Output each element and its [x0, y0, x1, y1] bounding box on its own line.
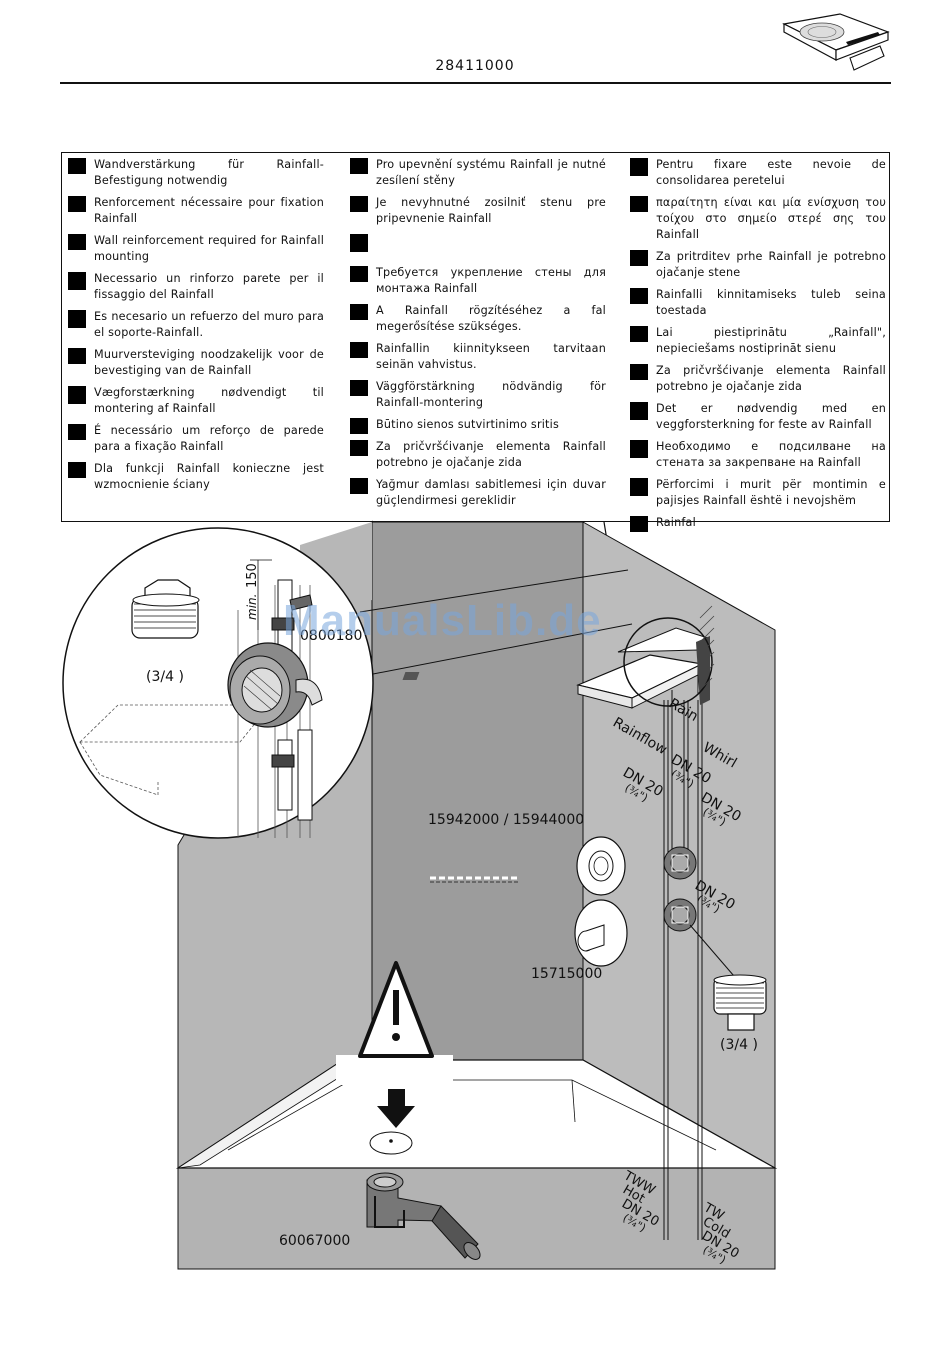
head-zoom-circle: [623, 617, 713, 707]
lang-item-it: Necessario un rinforzo parete per il fis…: [66, 271, 324, 303]
lang-item-lt: Būtino sienos sutvirtinimo sritis: [348, 417, 606, 434]
lang-item-sr: Za pričvršćivanje elementa Rainfall potr…: [628, 363, 886, 395]
language-flag-icon: [630, 364, 648, 380]
header-rule: [60, 82, 891, 84]
language-flag-icon: [68, 348, 86, 364]
language-flag-icon: [68, 424, 86, 440]
language-flag-icon: [350, 158, 368, 174]
lang-item-fr: Renforcement nécessaire pour fixation Ra…: [66, 195, 324, 227]
fitting-right: [713, 974, 767, 1031]
lang-item-fi: Rainfallin kiinnitykseen tarvitaan seinä…: [348, 341, 606, 373]
thermostat-trim: [574, 899, 628, 967]
watermark: ManualsLib.de: [283, 596, 602, 645]
language-flag-icon: [350, 418, 368, 434]
lang-item-de: Wandverstärkung für Rainfall-Befestigung…: [66, 157, 324, 189]
language-flag-icon: [630, 288, 648, 304]
lang-item-hr: Za pričvršćivanje elementa Rainfall potr…: [348, 439, 606, 471]
language-flag-icon: [630, 196, 648, 212]
lang-item-da: Vægforstærkning nødvendigt til montering…: [66, 385, 324, 417]
language-instruction-box: Wandverstärkung für Rainfall-Befestigung…: [61, 152, 890, 532]
plug-fitting-left: [131, 579, 200, 639]
valve-trim-upper: [576, 836, 626, 896]
lang-item-zh: [348, 233, 606, 259]
language-flag-icon: [68, 234, 86, 250]
detail-circle: [62, 527, 374, 839]
lang-item-pl: Dla funkcji Rainfall konieczne jest wzmo…: [66, 461, 324, 493]
lang-item-ru: Требуется укрепление стены для монтажа R…: [348, 265, 606, 297]
language-flag-icon: [350, 196, 368, 212]
fitting-size-left-label: (3/4 ): [146, 669, 184, 685]
language-flag-icon: [68, 310, 86, 328]
drain-siphon: [366, 1172, 481, 1260]
lang-item-ro: Pentru fixare este nevoie de consolidare…: [628, 157, 886, 189]
language-flag-icon: [350, 266, 368, 282]
detail-dimension-label: 150: [245, 563, 260, 588]
drain-cover: [369, 1131, 413, 1155]
language-flag-icon: [350, 342, 368, 358]
lang-item-sq: Përforcimi i murit për montimin e pajisj…: [628, 477, 886, 509]
detail-part-label: 0800180: [300, 628, 362, 644]
language-column-3: Pentru fixare este nevoie de consolidare…: [628, 157, 886, 537]
lang-item-lv: Lai piestiprinātu „Rainfall", nepiecieša…: [628, 325, 886, 357]
detail-dimension-min-label: min.: [245, 594, 259, 620]
language-column-1: Wandverstärkung für Rainfall-Befestigung…: [66, 157, 324, 499]
language-flag-icon: [68, 386, 86, 404]
lang-item-hu: A Rainfall rögzítéséhez a fal megerősíté…: [348, 303, 606, 335]
lang-item-sk: Je nevyhnutné zosilniť stenu pre pripevn…: [348, 195, 606, 227]
language-column-2: Pro upevnění systému Rainfall je nutné z…: [348, 157, 606, 515]
language-flag-icon: [350, 380, 368, 396]
language-flag-icon: [630, 440, 648, 458]
language-flag-icon: [630, 326, 648, 342]
lang-item-et: Rainfalli kinnitamiseks tuleb seina toes…: [628, 287, 886, 319]
rainfall-thumbnail-icon: [782, 13, 890, 71]
part-thermostat-label: 15715000: [531, 966, 602, 982]
diverter-valve-upper: [663, 846, 697, 880]
lang-item-el: παραίτητη είναι και μία ενίσχυση του τοί…: [628, 195, 886, 243]
lang-item-tr: Yağmur damlası sabitlemesi için duvar gü…: [348, 477, 606, 509]
part-drain-label: 60067000: [279, 1233, 350, 1249]
lang-item-sl: Za pritrditev prhe Rainfall je potrebno …: [628, 249, 886, 281]
language-flag-icon: [68, 462, 86, 478]
language-flag-icon: [630, 250, 648, 266]
part-valves-label: 15942000 / 15944000: [428, 812, 584, 828]
language-flag-icon: [350, 234, 368, 252]
document-number: 28411000: [435, 58, 515, 74]
lang-item-nl: Muurversteviging noodzakelijk voor de be…: [66, 347, 324, 379]
language-flag-icon: [68, 272, 86, 290]
lang-item-en: Wall reinforcement required for Rainfall…: [66, 233, 324, 265]
language-flag-icon: [630, 402, 648, 420]
lang-item-extra: Rainfal: [628, 515, 886, 532]
lang-item-pt: É necessário um reforço de parede para a…: [66, 423, 324, 455]
wall-reinforcement-hatch: [699, 605, 715, 691]
lang-item-no: Det er nødvendig med en veggforsterkning…: [628, 401, 886, 433]
diverter-valve-lower: [663, 898, 697, 932]
language-flag-icon: [350, 440, 368, 456]
lang-item-cs: Pro upevnění systému Rainfall je nutné z…: [348, 157, 606, 189]
language-flag-icon: [350, 304, 368, 320]
language-flag-icon: [630, 478, 648, 496]
language-flag-icon: [630, 158, 648, 176]
fitting-size-right-label: (3/4 ): [720, 1037, 758, 1053]
language-flag-icon: [630, 516, 648, 532]
lang-item-bg: Необходимо е подсилване на стената за за…: [628, 439, 886, 471]
language-flag-icon: [68, 196, 86, 212]
lang-item-es: Es necesario un refuerzo del muro para e…: [66, 309, 324, 341]
language-flag-icon: [350, 478, 368, 494]
supply-pipes: [663, 690, 703, 1240]
lang-item-sv: Väggförstärkning nödvändig för Rainfall-…: [348, 379, 606, 411]
language-flag-icon: [68, 158, 86, 174]
arrow-down-icon: [377, 1089, 415, 1128]
